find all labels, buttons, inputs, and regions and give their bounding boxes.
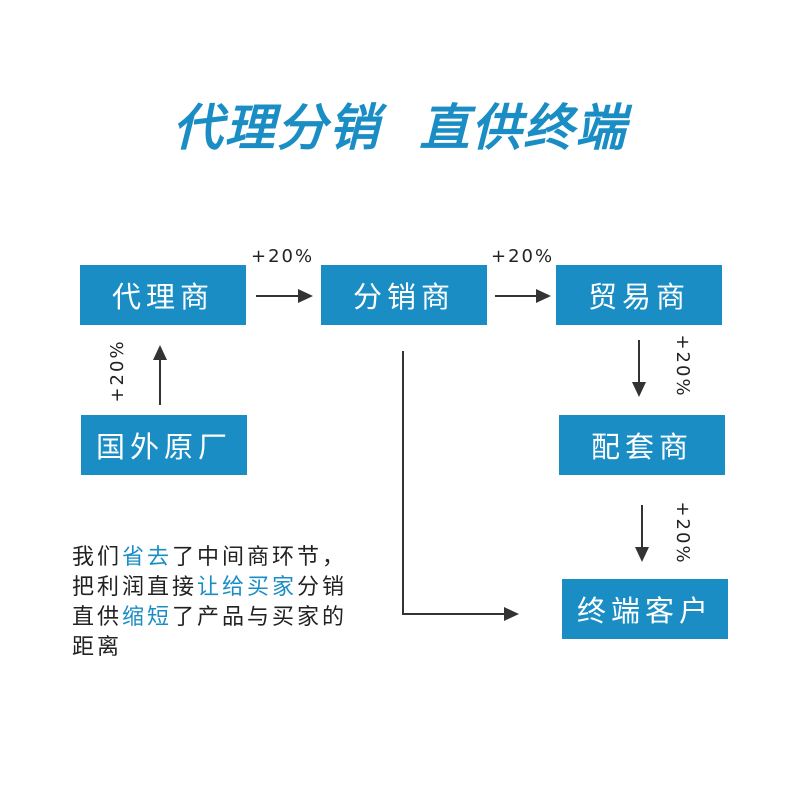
arrowhead-distributor-customer — [504, 607, 519, 621]
node-agent: 代理商 — [80, 265, 246, 325]
note-highlight: 缩短 — [122, 605, 173, 630]
arrowhead-distributor-trader — [536, 289, 551, 303]
note-text: 直供 — [72, 605, 123, 630]
note-highlight: 省去 — [122, 545, 173, 570]
note-text: 分销 — [297, 575, 348, 600]
node-trader: 贸易商 — [556, 265, 722, 325]
arrowhead-supplier-customer — [635, 547, 649, 562]
note-line-4: 距离 — [72, 633, 392, 663]
arrowhead-agent-distributor — [298, 289, 313, 303]
note-text: 距离 — [72, 635, 123, 660]
markup-agent-distributor: +20% — [251, 246, 315, 267]
markup-distributor-trader: +20% — [491, 246, 555, 267]
arrowhead-trader-supplier — [632, 382, 646, 397]
node-end-customer: 终端客户 — [562, 579, 728, 639]
node-foreign-factory: 国外原厂 — [81, 415, 247, 475]
arrowhead-factory-agent — [153, 345, 167, 360]
node-distributor: 分销商 — [321, 265, 487, 325]
note-text: 把利润直接 — [72, 575, 198, 600]
note-highlight: 让给买家 — [197, 575, 298, 600]
note-text: 我们 — [72, 545, 123, 570]
note-text: 了中间商环节， — [172, 545, 348, 570]
note-line-1: 我们省去了中间商环节， — [72, 543, 392, 573]
arrow-distributor-customer — [402, 351, 505, 615]
explanation-note: 我们省去了中间商环节， 把利润直接让给买家分销 直供缩短了产品与买家的 距离 — [72, 543, 392, 663]
note-line-2: 把利润直接让给买家分销 — [72, 573, 392, 603]
note-text: 了产品与买家的 — [172, 605, 348, 630]
note-line-3: 直供缩短了产品与买家的 — [72, 603, 392, 633]
page-title: 代理分销 直供终端 — [172, 99, 628, 157]
node-supplier: 配套商 — [559, 415, 725, 475]
